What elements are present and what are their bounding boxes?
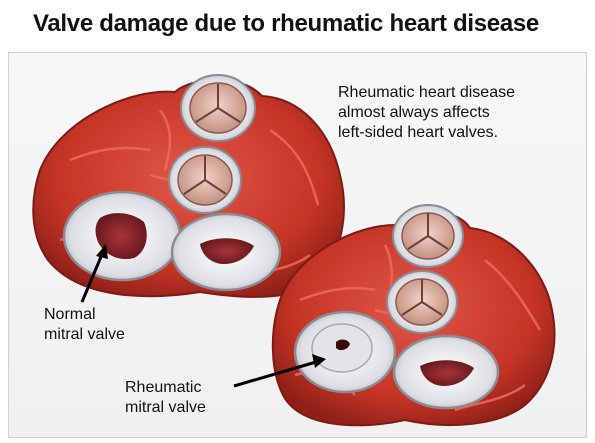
mitral-valve-normal	[64, 192, 180, 280]
label-rheumatic-mitral-valve: Rheumatic mitral valve	[125, 378, 206, 418]
label-normal-line-2: mitral valve	[44, 325, 125, 345]
aortic-valve-normal	[181, 75, 255, 141]
label-rheumatic-line-1: Rheumatic	[125, 378, 206, 398]
pulmonary-valve-rheumatic	[387, 271, 457, 333]
note-text: Rheumatic heart disease almost always af…	[338, 83, 568, 143]
label-normal-line-1: Normal	[44, 305, 125, 325]
note-line-2: almost always affects	[338, 103, 568, 123]
note-line-1: Rheumatic heart disease	[338, 83, 568, 103]
note-line-3: left-sided heart valves.	[338, 123, 568, 143]
tricuspid-valve-rheumatic	[394, 336, 498, 408]
heart-normal	[33, 75, 344, 297]
pulmonary-valve-normal	[169, 147, 241, 213]
aortic-valve-rheumatic	[393, 205, 463, 267]
label-rheumatic-line-2: mitral valve	[125, 398, 206, 418]
label-normal-mitral-valve: Normal mitral valve	[44, 305, 125, 345]
mitral-valve-rheumatic	[295, 312, 395, 392]
tricuspid-valve-normal	[172, 214, 280, 290]
